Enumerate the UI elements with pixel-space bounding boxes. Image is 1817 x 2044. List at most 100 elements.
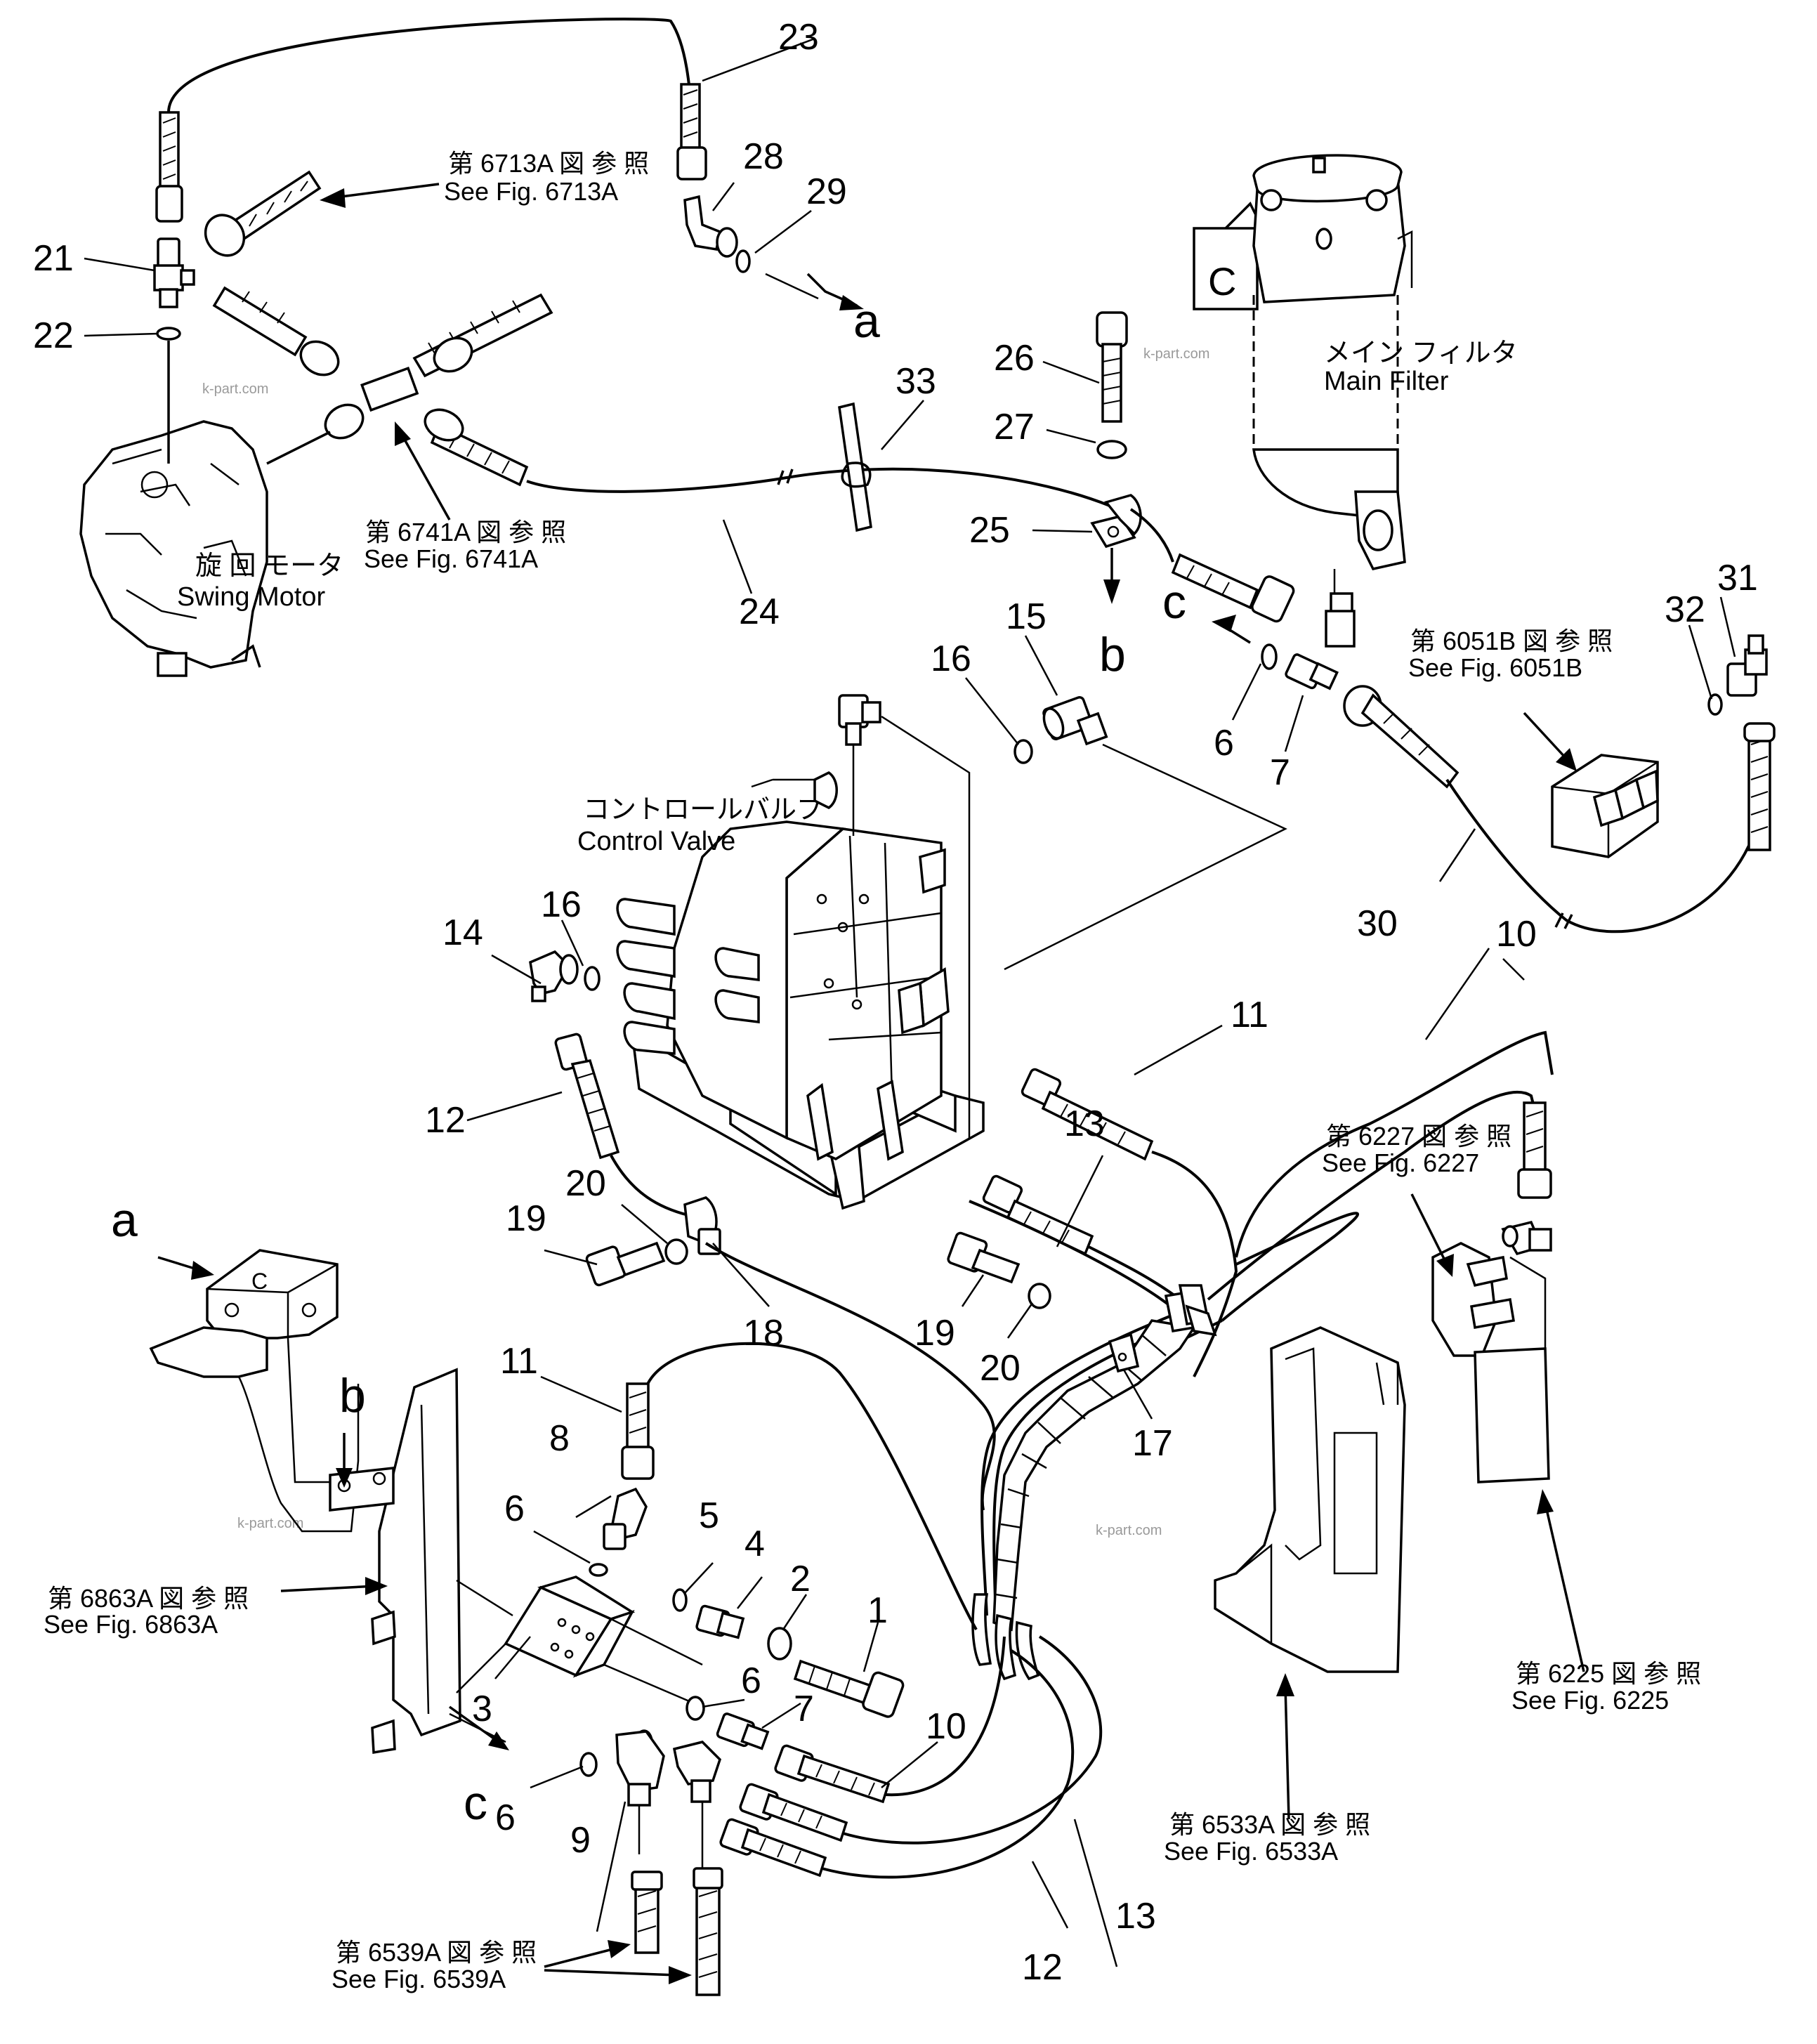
- part-number-23: 23: [778, 17, 819, 58]
- part-number-1: 1: [867, 1590, 888, 1631]
- elbow-8: [603, 1487, 648, 1550]
- part-number-19: 19: [506, 1198, 546, 1239]
- main-filter-jp: メイン フィルタ: [1324, 339, 1518, 368]
- main-filter: C: [1193, 154, 1413, 648]
- oring-6-e: [579, 1752, 598, 1777]
- ref-6051B-en: See Fig. 6051B: [1408, 653, 1582, 682]
- hose-6713A: [204, 170, 322, 257]
- part-number-8: 8: [549, 1418, 570, 1459]
- leader-line: [1004, 743, 1287, 971]
- oring-5: [672, 1588, 688, 1612]
- pipes-6539A: [631, 1867, 723, 1996]
- part-number-20: 20: [565, 1163, 606, 1204]
- ref-6533A-jp: 第 6533A 図 参 照: [1169, 1810, 1370, 1839]
- washer-27: [1096, 440, 1127, 459]
- oring-16b: [584, 966, 601, 991]
- part-number-9: 9: [570, 1820, 591, 1861]
- leader-line: [881, 715, 971, 1138]
- ref-6539A-en: See Fig. 6539A: [332, 1965, 506, 1993]
- hose-10: [1235, 1030, 1554, 1258]
- part-number-19b: 19: [914, 1313, 955, 1354]
- connector-c-bottom: c: [464, 1776, 487, 1830]
- elbow-15: [1042, 696, 1108, 746]
- manifold-block-3: [449, 1575, 703, 1743]
- hose-12-lower: [719, 1649, 1075, 1879]
- part-number-17: 17: [1132, 1423, 1173, 1464]
- part-number-12: 12: [425, 1100, 466, 1141]
- bolt-1: [793, 1659, 905, 1718]
- part-number-6: 6: [1214, 723, 1234, 764]
- part-number-7: 7: [1270, 752, 1290, 793]
- part-number-18: 18: [743, 1313, 784, 1354]
- oring-6-lower: [589, 1563, 608, 1577]
- swing-motor: [79, 420, 268, 677]
- connector-a-top: a: [853, 294, 880, 348]
- part-number-4: 4: [744, 1524, 765, 1564]
- elbow-28: [683, 195, 738, 258]
- hose-11-upper: [1021, 1068, 1238, 1377]
- ref-6713A-en: See Fig. 6713A: [444, 177, 618, 206]
- hose-10-lower: [774, 1636, 1006, 1804]
- watermark: k-part.com: [1143, 346, 1209, 362]
- plate-6863A: [329, 1368, 461, 1755]
- connector-b-top: b: [1099, 628, 1126, 681]
- watermark: k-part.com: [202, 381, 268, 397]
- ref-6863A-jp: 第 6863A 図 参 照: [48, 1584, 249, 1613]
- washer-20b: [1028, 1283, 1051, 1309]
- part-number-33: 33: [896, 361, 936, 402]
- oring-29: [735, 249, 751, 273]
- plug-4: [695, 1604, 745, 1639]
- ref-6227-en: See Fig. 6227: [1322, 1148, 1479, 1177]
- connector-a-bottom: a: [111, 1193, 138, 1247]
- part-number-6c: 6: [741, 1660, 761, 1701]
- part-number-11: 11: [1231, 995, 1268, 1035]
- connector-7: [1285, 653, 1339, 690]
- ref-6713A-jp: 第 6713A 図 参 照: [448, 149, 649, 178]
- bolt-26: [1096, 311, 1128, 423]
- oring-22: [156, 327, 181, 341]
- clamp-33: [838, 402, 872, 532]
- hose-30: [1343, 685, 1776, 933]
- hose-24: [424, 408, 1110, 507]
- part-number-6b: 6: [504, 1488, 525, 1529]
- part-number-29: 29: [806, 171, 847, 212]
- bolt-19: [585, 1241, 666, 1287]
- ref-6741A-jp: 第 6741A 図 参 照: [365, 518, 566, 546]
- oring-32: [1707, 693, 1723, 716]
- swing-motor-jp: 旋 回 モータ: [195, 551, 343, 581]
- watermarks: k-part.com k-part.com k-part.com k-part.…: [202, 346, 1209, 1538]
- part-number-14: 14: [442, 912, 483, 953]
- part-number-22: 22: [33, 315, 74, 356]
- fitting-31: [1726, 634, 1768, 697]
- ref-6051B-jp: 第 6051B 図 参 照: [1410, 627, 1613, 655]
- cross-fitting-6741A: [212, 286, 553, 465]
- leader-lines: [84, 37, 1736, 1967]
- part-number-11b: 11: [500, 1341, 538, 1382]
- ref-6533A-en: See Fig. 6533A: [1164, 1837, 1338, 1866]
- part-number-10b: 10: [926, 1706, 966, 1747]
- bolt-19b: [947, 1231, 1021, 1284]
- svg-text:C: C: [251, 1269, 268, 1294]
- ref-6741A-en: See Fig. 6741A: [364, 544, 538, 573]
- part-number-26: 26: [994, 338, 1035, 379]
- part-number-13: 13: [1064, 1103, 1105, 1144]
- hose-23: [155, 18, 707, 223]
- fitting-9: [615, 1730, 722, 1882]
- oring-6: [1261, 643, 1278, 670]
- elbow-14: [529, 950, 579, 1002]
- tee-21: [153, 237, 195, 308]
- ref-6225-en: See Fig. 6225: [1511, 1686, 1669, 1715]
- connector-c-top: c: [1162, 575, 1186, 629]
- hose-11-lower: [621, 1342, 978, 1630]
- part-number-16b: 16: [541, 884, 582, 925]
- oring-6-c: [686, 1696, 705, 1721]
- part-number-2: 2: [790, 1559, 811, 1599]
- part-number-6d: 6: [495, 1797, 516, 1838]
- hose-13-lower: [739, 1635, 1103, 1845]
- block-6227: [1431, 1242, 1550, 1483]
- part-number-10: 10: [1496, 914, 1537, 955]
- part-number-28: 28: [743, 136, 784, 177]
- main-filter-label: Main Filter: [1324, 367, 1449, 396]
- ref-6225-jp: 第 6225 図 参 照: [1516, 1659, 1701, 1688]
- connector-b-bottom: b: [339, 1369, 366, 1422]
